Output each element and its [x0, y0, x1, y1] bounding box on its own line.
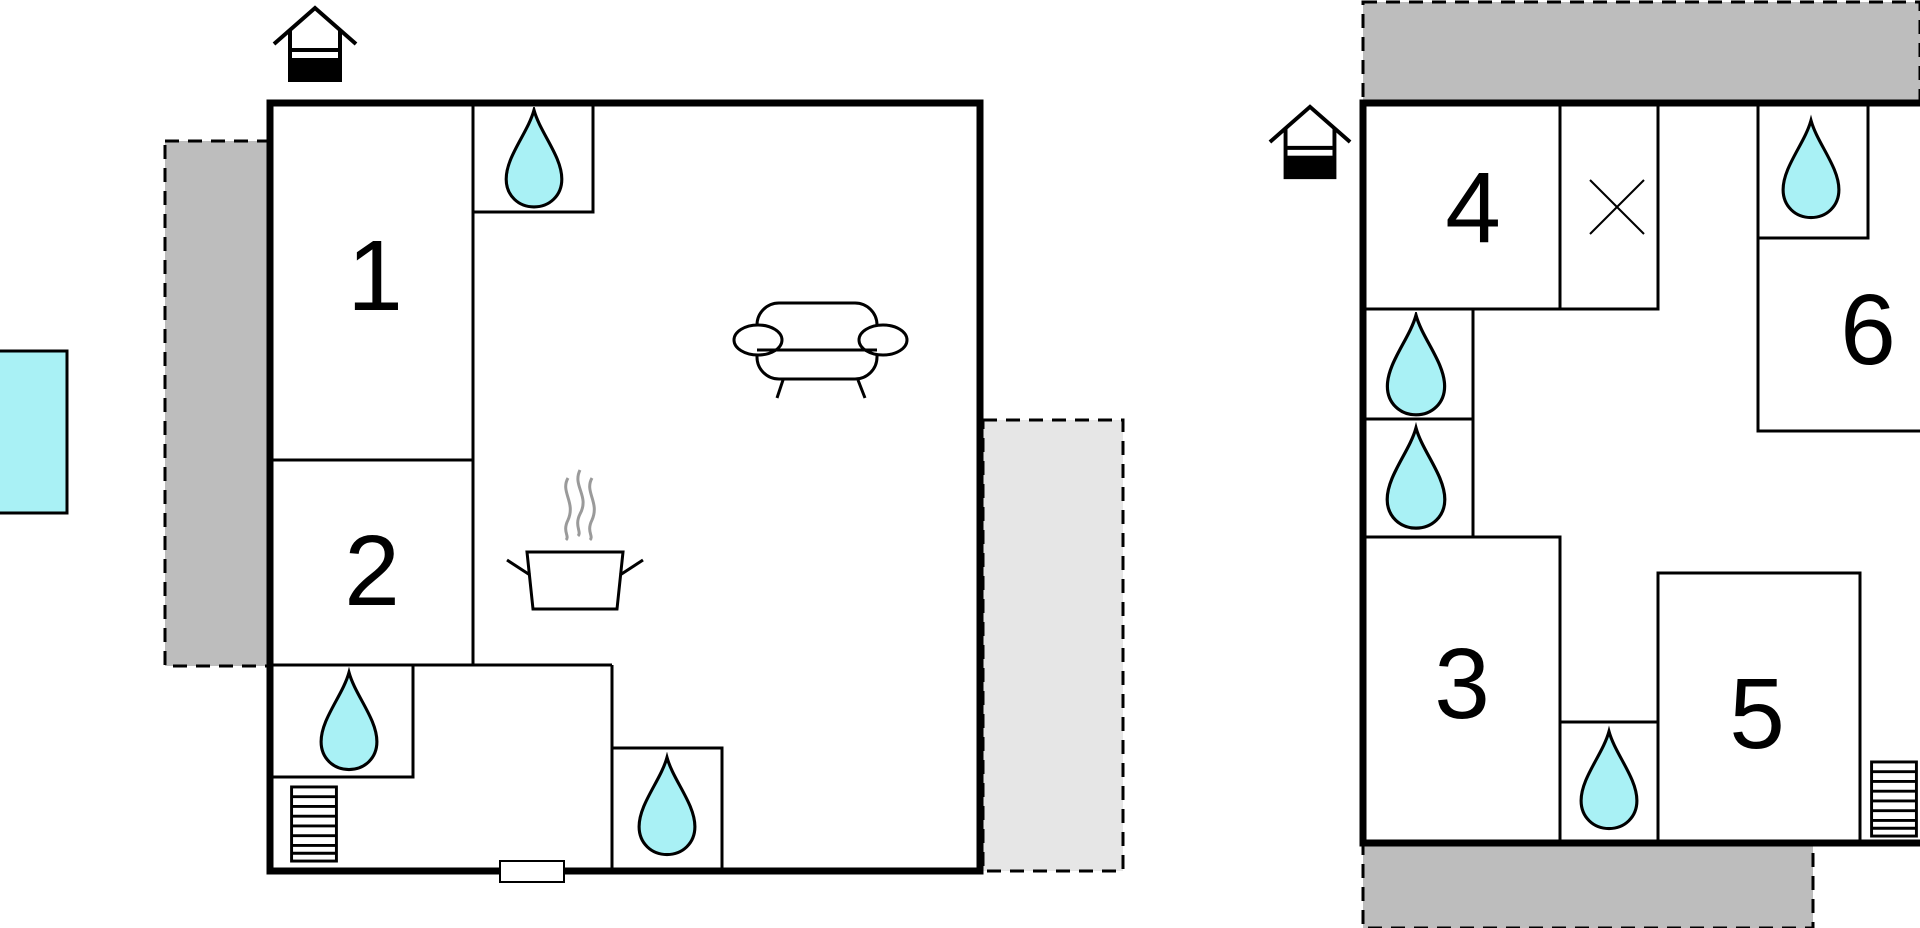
terrace-right	[981, 418, 1125, 873]
sofa-icon	[732, 301, 909, 399]
room-number-3: 3	[1434, 628, 1490, 740]
upper-floor-walls	[1363, 106, 1920, 843]
upper-floor-outline	[1359, 99, 1920, 847]
upper-floor: 4 6 3 5	[1267, 0, 1920, 928]
room-number-5: 5	[1729, 658, 1785, 770]
pool	[0, 349, 69, 515]
room-number-4: 4	[1445, 152, 1501, 264]
terrace-top	[1361, 0, 1920, 104]
room-number-6: 6	[1840, 274, 1896, 386]
ground-floor: 1 2	[0, 6, 1125, 883]
storage-cross-icon	[1589, 179, 1645, 235]
kitchen-icon	[506, 469, 644, 611]
stairs-icon	[1870, 760, 1918, 838]
entrance-icon	[1267, 104, 1353, 180]
room-number-1: 1	[347, 220, 403, 332]
terrace-bottom	[1361, 841, 1815, 928]
stairs-icon	[290, 785, 338, 863]
terrace-left	[163, 139, 272, 668]
ground-floor-walls	[270, 103, 724, 871]
entrance-icon	[272, 6, 358, 82]
window-icon	[499, 860, 565, 883]
ground-floor-outline	[266, 99, 984, 875]
room-number-2: 2	[344, 515, 400, 627]
